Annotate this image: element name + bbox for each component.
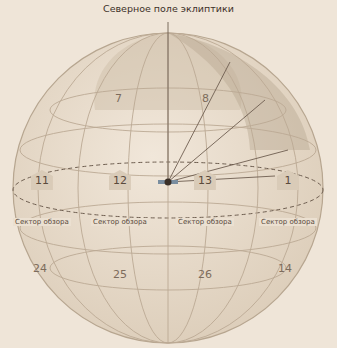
- sector-number: 26: [198, 268, 212, 281]
- sector-badge: 12Сектор обзора: [91, 170, 149, 228]
- sector-number: 25: [113, 268, 127, 281]
- sector-number: 14: [278, 262, 292, 275]
- sector-badge: 13Сектор обзора: [176, 170, 234, 228]
- sector-number: 24: [33, 262, 47, 275]
- sector-number: 11: [31, 170, 53, 190]
- sector-badge: 1Сектор обзора: [259, 170, 317, 228]
- sector-number: 1: [277, 170, 299, 190]
- sector-label: Сектор обзора: [13, 218, 71, 226]
- sector-number: 13: [194, 170, 216, 190]
- sector-number: 12: [109, 170, 131, 190]
- sector-label: Сектор обзора: [91, 218, 149, 226]
- sector-badge: 11Сектор обзора: [13, 170, 71, 228]
- sector-label: Сектор обзора: [259, 218, 317, 226]
- sector-number: 7: [115, 92, 122, 105]
- diagram-title: Северное поле эклиптики: [101, 3, 236, 14]
- sector-label: Сектор обзора: [176, 218, 234, 226]
- sector-number: 8: [202, 92, 209, 105]
